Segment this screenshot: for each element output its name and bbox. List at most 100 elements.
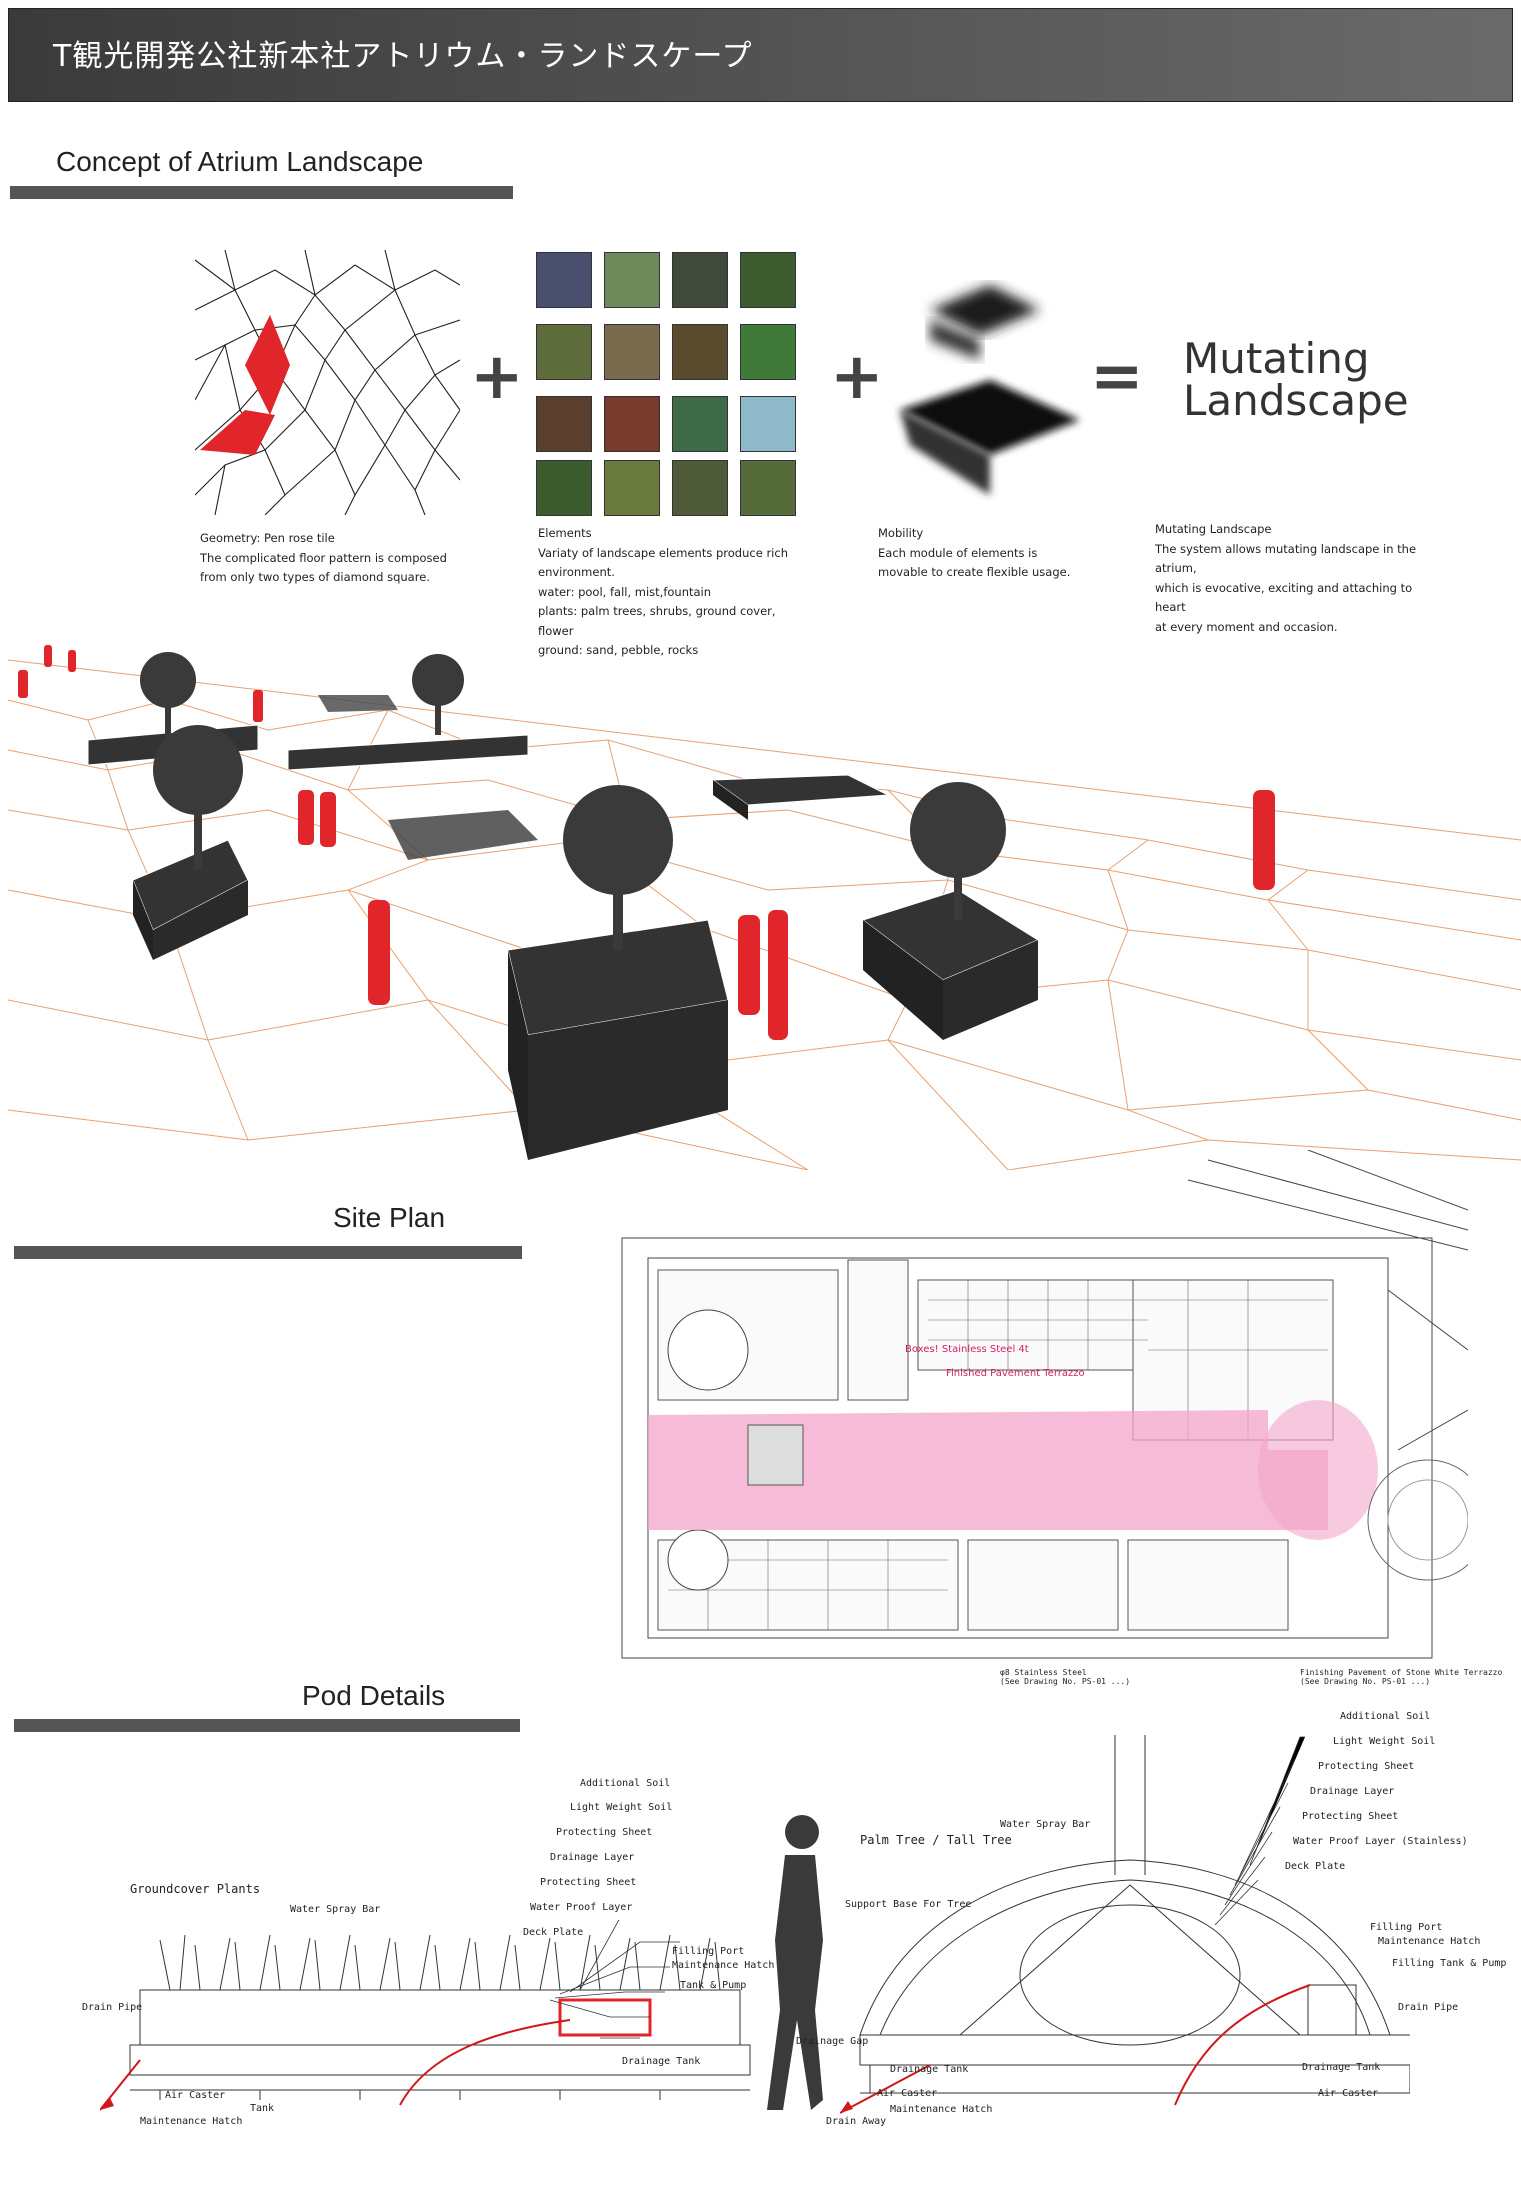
penrose-tile-diagram bbox=[195, 250, 460, 515]
elements-swatch-grid bbox=[536, 252, 806, 522]
pod-right-misc: Drainage Gap bbox=[796, 2036, 869, 2047]
caption-line: Geometry: Pen rose tile bbox=[200, 531, 335, 545]
caption-mobility: Mobility Each module of elements is mova… bbox=[878, 524, 1070, 583]
swatch bbox=[604, 252, 660, 308]
page-title: T観光開発公社新本社アトリウム・ランドスケープ bbox=[53, 39, 753, 74]
pod-right-label: Protecting Sheet bbox=[1318, 1761, 1415, 1772]
round-room-1 bbox=[667, 1309, 749, 1391]
swatch bbox=[672, 252, 728, 308]
pod-right-misc: Drain Pipe bbox=[1398, 2002, 1459, 2013]
pod-right-misc: Drainage Tank bbox=[890, 2064, 969, 2075]
pipe-red bbox=[399, 2019, 571, 2106]
swatch bbox=[604, 460, 660, 516]
people-figures bbox=[18, 645, 1275, 1040]
swatch bbox=[672, 460, 728, 516]
leader-lines bbox=[549, 1920, 680, 2039]
pod-left-label: Protecting Sheet bbox=[556, 1827, 653, 1838]
header-banner: T観光開発公社新本社アトリウム・ランドスケープ bbox=[8, 8, 1513, 102]
caption-line: Elements bbox=[538, 526, 592, 540]
pod-right-misc: Air Caster bbox=[1318, 2088, 1379, 2099]
mobility-diagram bbox=[900, 285, 1080, 495]
trees bbox=[140, 652, 1006, 950]
grass-blades bbox=[159, 1934, 721, 1991]
pod-right-label: Drainage Layer bbox=[1310, 1786, 1395, 1797]
swatch bbox=[536, 324, 592, 380]
pod-right-title: Palm Tree / Tall Tree bbox=[860, 1833, 1012, 1847]
pod-groundcover-section bbox=[100, 1920, 751, 2111]
swatch bbox=[740, 460, 796, 516]
pod-left-misc: Tank bbox=[250, 2103, 275, 2114]
legend-line: (See Drawing No. PS-01 ...) bbox=[1000, 1677, 1131, 1686]
pod-left-misc: Filling Port bbox=[672, 1946, 745, 1957]
legend-line: (See Drawing No. PS-01 ...) bbox=[1300, 1677, 1431, 1686]
pipe-red bbox=[1174, 1984, 1311, 2106]
title-line: Landscape bbox=[1183, 376, 1409, 425]
tank-highlight bbox=[558, 1998, 652, 2037]
pod-right-misc: Drain Away bbox=[826, 2116, 887, 2127]
drain-arrow bbox=[100, 2059, 141, 2111]
swatch bbox=[536, 252, 592, 308]
mutating-landscape-title: Mutating Landscape bbox=[1183, 338, 1409, 422]
pod-left-misc: Maintenance Hatch bbox=[672, 1960, 775, 1971]
pod-right-misc: Filling Tank & Pump bbox=[1392, 1958, 1507, 1969]
section-title-pod-details: Pod Details bbox=[302, 1680, 446, 1711]
caption-line: The system allows mutating landscape in … bbox=[1155, 541, 1417, 556]
site-plan-drawing bbox=[621, 1150, 1468, 1659]
plan-legend-left: φ8 Stainless Steel (See Drawing No. PS-0… bbox=[1000, 1668, 1130, 1686]
section-bar-pod-details bbox=[14, 1719, 520, 1732]
section-title-concept: Concept of Atrium Landscape bbox=[56, 146, 424, 177]
atrium-pod bbox=[747, 1424, 804, 1486]
pod-right-misc: Drainage Tank bbox=[1302, 2062, 1381, 2073]
legend-line: φ8 Stainless Steel bbox=[1000, 1668, 1087, 1677]
caption-line: plants: palm trees, shrubs, ground cover… bbox=[538, 604, 776, 618]
equals-operator: = bbox=[1090, 340, 1144, 414]
plus-operator-1: + bbox=[470, 340, 524, 414]
leader-lines bbox=[1214, 1736, 1305, 1926]
pod-left-label: Deck Plate bbox=[523, 1927, 584, 1938]
pod-right-misc: Filling Port bbox=[1370, 1922, 1443, 1933]
swatch bbox=[536, 396, 592, 452]
pod-left-misc: Air Caster bbox=[165, 2090, 226, 2101]
caption-line: environment. bbox=[538, 565, 615, 579]
pod-right-misc: Support Base For Tree bbox=[845, 1899, 972, 1910]
caption-line: Each module of elements is bbox=[878, 545, 1038, 560]
pod-left-misc: Drain Pipe bbox=[82, 2002, 143, 2013]
pod-right-label: Water Proof Layer (Stainless) bbox=[1293, 1836, 1468, 1847]
pod-right-label: Deck Plate bbox=[1285, 1861, 1346, 1872]
pod-right-label: Protecting Sheet bbox=[1302, 1811, 1399, 1822]
swatch bbox=[740, 324, 796, 380]
pod-left-label: Light Weight Soil bbox=[570, 1802, 673, 1813]
plan-note-1: Boxes! Stainless Steel 4t bbox=[905, 1344, 1029, 1355]
pod-right-misc: Maintenance Hatch bbox=[890, 2104, 993, 2115]
caption-line: Mutating Landscape bbox=[1155, 522, 1272, 536]
pod-right-label: Light Weight Soil bbox=[1333, 1736, 1436, 1747]
pod-right-misc: Air Caster bbox=[877, 2088, 938, 2099]
caption-line: water: pool, fall, mist,fountain bbox=[538, 584, 712, 599]
caption-line: heart bbox=[1155, 600, 1186, 614]
swatch bbox=[740, 252, 796, 308]
plan-note-2: Finished Pavement Terrazzo bbox=[946, 1368, 1085, 1379]
pod-left-misc: Drainage Tank bbox=[622, 2056, 701, 2067]
swatch bbox=[672, 324, 728, 380]
plan-legend-right: Finishing Pavement of Stone White Terraz… bbox=[1300, 1668, 1502, 1686]
pod-left-label: Protecting Sheet bbox=[540, 1877, 637, 1888]
pod-right-label: Additional Soil bbox=[1340, 1711, 1431, 1722]
caption-mutating: Mutating Landscape The system allows mut… bbox=[1155, 520, 1416, 637]
swatch bbox=[740, 396, 796, 452]
section-bar-concept bbox=[10, 186, 513, 199]
pod-left-label: Water Proof Layer bbox=[530, 1902, 633, 1913]
caption-line: movable to create flexible usage. bbox=[878, 565, 1071, 579]
pod-left-title: Groundcover Plants bbox=[130, 1882, 261, 1896]
caption-line: Variaty of landscape elements produce ri… bbox=[538, 545, 788, 560]
roundabout bbox=[1367, 1459, 1468, 1581]
caption-line: atrium, bbox=[1155, 561, 1197, 575]
title-line: Mutating bbox=[1183, 334, 1370, 383]
pod-left-misc: Tank & Pump bbox=[680, 1980, 747, 1991]
pod-palmtree-section bbox=[840, 1735, 1410, 2114]
section-title-site-plan: Site Plan bbox=[333, 1202, 446, 1233]
caption-line: from only two types of diamond square. bbox=[200, 570, 430, 584]
caption-geometry: Geometry: Pen rose tile The complicated … bbox=[200, 529, 447, 588]
caption-line: Mobility bbox=[878, 526, 924, 540]
caption-line: ground: sand, pebble, rocks bbox=[538, 643, 699, 657]
section-bar-site-plan bbox=[14, 1246, 522, 1259]
